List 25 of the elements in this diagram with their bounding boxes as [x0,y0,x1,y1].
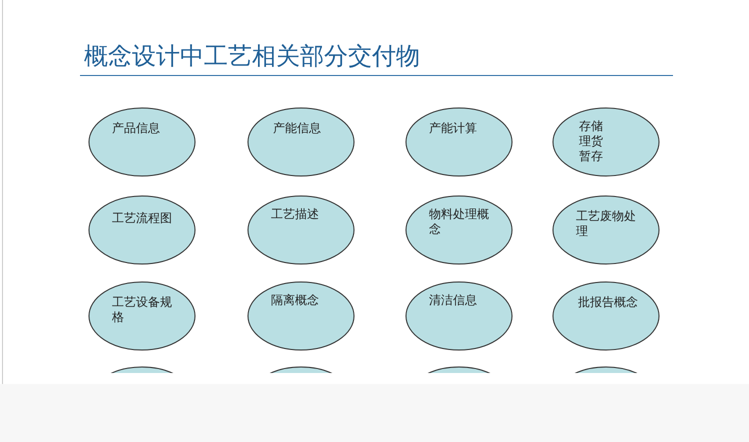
ellipse-node [88,195,196,265]
ellipse-node [247,107,355,177]
node-label: 产能信息 [273,121,322,136]
node-label: 工艺描述 [271,207,320,222]
ellipse-node [88,281,196,351]
slide-title: 概念设计中工艺相关部分交付物 [84,41,420,72]
ellipse-node [247,195,355,265]
ellipse-node [552,195,660,265]
ellipse-node [88,107,196,177]
ellipse-node [405,107,513,177]
ellipse-node [552,281,660,351]
node-label: 产品信息 [112,121,161,136]
ellipse-node [552,107,660,177]
node-label: 物料处理概念 [429,207,490,237]
node-label: 工艺流程图 [112,211,172,226]
node-label: 工艺废物处理 [576,209,637,239]
ellipse-node [405,195,513,265]
node-label: 批报告概念 [578,295,638,310]
ellipse-node [405,281,513,351]
node-label: 工艺设备规格 [112,295,173,325]
node-label: 清洁信息 [429,293,478,308]
node-label: 产能计算 [429,121,478,136]
node-label: 存储理货暂存 [579,119,604,164]
ellipse-node [247,281,355,351]
node-label: 隔离概念 [271,293,320,308]
